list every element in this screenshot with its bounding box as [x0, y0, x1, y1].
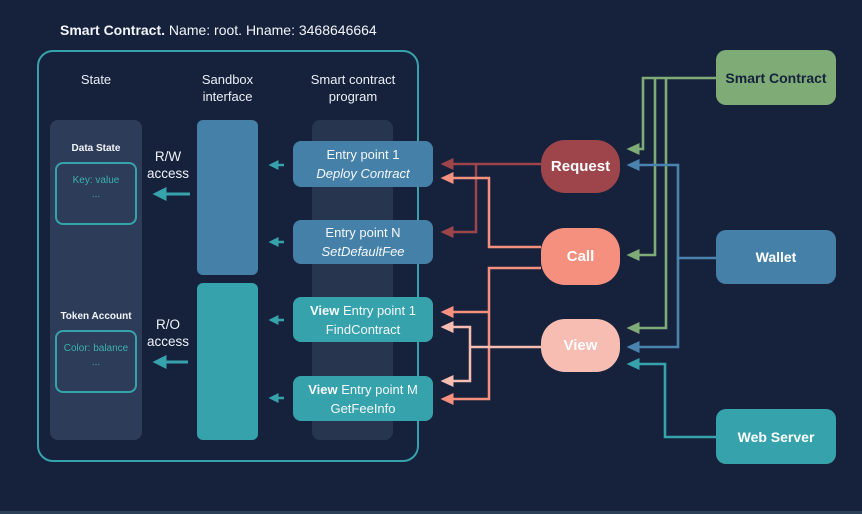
view-to-viewentry1-line	[440, 321, 541, 349]
column-header-program: Smart contract program	[310, 72, 396, 104]
title-prefix: Smart Contract.	[60, 22, 166, 38]
entry-point-1-line1: Entry point 1	[326, 147, 400, 162]
wallet-to-request-line	[626, 159, 716, 260]
web-server-box: Web Server	[716, 409, 836, 464]
smartcontract-to-view-line	[626, 78, 668, 334]
token-account-kv-box: Color: balance ...	[55, 330, 137, 393]
title-rest: Name: root. Hname: 3468646664	[165, 22, 377, 38]
entry-point-n-box: Entry point N SetDefaultFee	[293, 220, 433, 264]
token-account-more: ...	[91, 357, 101, 368]
ro-access-label: R/O access	[146, 317, 190, 349]
data-state-label: Data State	[71, 143, 121, 154]
request-pill: Request	[541, 140, 620, 193]
entry-point-1-line2: Deploy Contract	[316, 166, 410, 181]
view-entry-point-1-box: View Entry point 1 FindContract	[293, 297, 433, 342]
call-pill: Call	[541, 228, 620, 285]
column-header-state: State	[80, 72, 112, 87]
column-header-sandbox: Sandbox interface	[201, 72, 254, 104]
token-account-entry: Color: balance	[63, 343, 129, 354]
view-pill: View	[541, 319, 620, 372]
call-to-entry1-line	[440, 172, 541, 249]
sandbox-rw-rect	[197, 120, 258, 275]
state-panel	[50, 120, 142, 440]
view-entry-point-1-line2: FindContract	[325, 321, 401, 337]
token-account-label: Token Account	[60, 311, 132, 322]
webserver-to-view-line	[626, 358, 716, 439]
rw-access-label: R/W access	[146, 149, 190, 181]
entry-point-n-line2: SetDefaultFee	[321, 244, 405, 259]
entry-point-n-line1: Entry point N	[325, 225, 401, 240]
entry-point-1-box: Entry point 1 Deploy Contract	[293, 141, 433, 187]
view-entry-point-1-line1: View Entry point 1	[310, 302, 416, 318]
data-state-more: ...	[91, 189, 101, 200]
wallet-to-view-line	[626, 258, 680, 353]
view-to-viewentrym-line	[440, 347, 472, 387]
request-to-entryn-line	[440, 164, 478, 238]
page-title: Smart Contract. Name: root. Hname: 34686…	[60, 22, 377, 38]
sandbox-ro-rect	[197, 283, 258, 440]
data-state-kv-box: Key: value ...	[55, 162, 137, 225]
view-entry-point-m-line2: GetFeeInfo	[330, 400, 396, 416]
smartcontract-to-call-line	[626, 78, 657, 261]
smartcontract-to-request-line	[626, 76, 716, 155]
smart-contract-box: Smart Contract	[716, 50, 836, 105]
view-entry-point-m-line1: View Entry point M	[308, 381, 418, 397]
view-entry-point-m-box: View Entry point M GetFeeInfo	[293, 376, 433, 421]
data-state-entry: Key: value	[72, 175, 120, 186]
call-to-viewentrym-line	[440, 266, 541, 405]
wallet-box: Wallet	[716, 230, 836, 284]
window-bottom-edge	[0, 511, 862, 514]
